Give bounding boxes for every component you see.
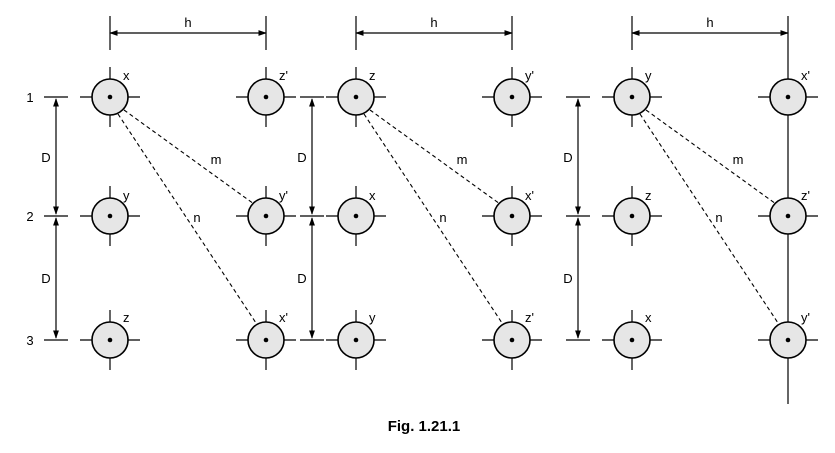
label-p3-left-1: y [645,68,652,83]
conductor-zp-row1 [236,67,296,127]
conductor-x-row1 [80,67,140,127]
label-p1-right-2: y' [279,188,288,203]
conductor-y-row3 [326,310,386,370]
distance-m-2 [369,109,501,205]
label-p3-left-3: x [645,310,652,325]
m-label-3: m [733,152,744,167]
d-label-1a: D [41,150,50,165]
row-label-3: 3 [26,333,33,348]
conductor-xp-row2 [482,186,542,246]
label-p1-left-3: z [123,310,130,325]
label-p1-right-3: x' [279,310,288,325]
figure-caption: Fig. 1.21.1 [388,418,461,435]
row-label-1: 1 [26,90,33,105]
n-label-1: n [193,210,200,225]
label-p2-left-1: z [369,68,376,83]
h-label-1: h [184,15,191,30]
n-label-2: n [439,210,446,225]
label-p3-right-1: x' [801,68,810,83]
label-p2-left-3: y [369,310,376,325]
d-label-3b: D [563,271,572,286]
n-label-3: n [715,210,722,225]
distance-m-1 [123,109,255,205]
panel-2: h D D m n [297,15,542,370]
conductor-yp-row1 [482,67,542,127]
label-p3-right-2: z' [801,188,810,203]
label-p2-right-2: x' [525,188,534,203]
conductor-xp-row3 [236,310,296,370]
panel-1: h D D m n [41,15,296,370]
label-p1-left-2: y [123,188,130,203]
d-label-2b: D [297,271,306,286]
label-p2-left-2: x [369,188,376,203]
conductor-xp-row1-p3 [758,78,818,116]
conductor-yp-row2 [236,186,296,246]
h-label-3: h [706,15,713,30]
distance-n-3 [639,113,781,327]
d-label-3a: D [563,150,572,165]
conductor-zp-row3 [482,310,542,370]
label-p2-right-1: y' [525,68,534,83]
conductor-zp-row2-p3 [758,197,818,235]
label-p1-left-1: x [123,68,130,83]
conductor-yp-row3-p3 [758,321,818,359]
m-label-2: m [457,152,468,167]
h-label-2: h [430,15,437,30]
d-label-1b: D [41,271,50,286]
label-p2-right-3: z' [525,310,534,325]
conductor-z-row2-p3 [602,186,662,246]
row-label-2: 2 [26,209,33,224]
label-p3-left-2: z [645,188,652,203]
panel-3: h D D m n [563,15,818,404]
label-p3-right-3: y' [801,310,810,325]
label-p1-right-1: z' [279,68,288,83]
distance-n-2 [363,113,505,327]
conductor-x-row2 [326,186,386,246]
conductor-y-row1-p3 [602,67,662,127]
conductor-z-row3 [80,310,140,370]
d-label-2a: D [297,150,306,165]
conductor-x-row3-p3 [602,310,662,370]
distance-n-1 [117,113,259,327]
distance-m-3 [645,109,777,205]
m-label-1: m [211,152,222,167]
conductor-y-row2 [80,186,140,246]
conductor-z-row1 [326,67,386,127]
